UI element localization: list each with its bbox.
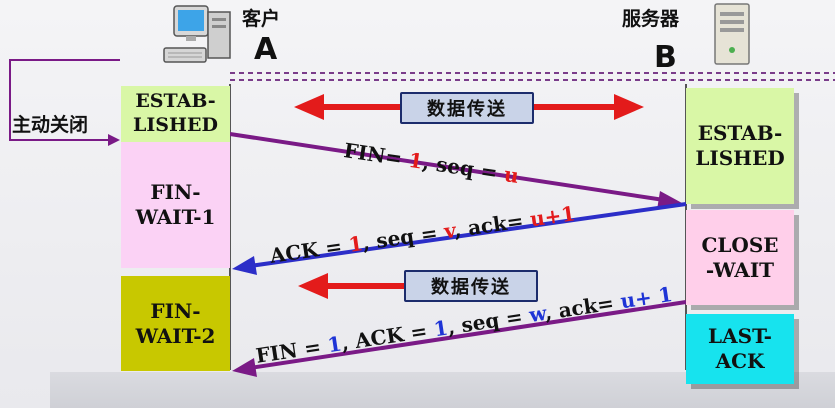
ack-arrow (249, 202, 687, 268)
fin-arrow (229, 132, 665, 202)
server-state-last-ack: LAST- ACK (686, 314, 794, 384)
client-title: 客户 (242, 8, 281, 30)
data-transfer-label-1: 数据传送 (400, 92, 534, 124)
data-transfer-label-2: 数据传送 (404, 270, 538, 302)
server-state-close-wait: CLOSE -WAIT (686, 210, 794, 305)
computer-icon (160, 2, 238, 74)
fin-ack-arrow (249, 300, 687, 370)
active-close-label: 主动关闭 (12, 114, 89, 136)
server-icon (707, 2, 757, 68)
server-state-established: ESTAB- LISHED (686, 88, 794, 204)
client-state-fin-wait-1: FIN- WAIT-1 (121, 142, 230, 268)
server-letter: B (654, 40, 677, 75)
active-close-bracket (9, 59, 120, 141)
client-state-fin-wait-2: FIN- WAIT-2 (121, 276, 230, 371)
client-letter: A (254, 32, 278, 67)
server-title: 服务器 (622, 8, 680, 30)
client-state-established: ESTAB- LISHED (121, 86, 230, 142)
